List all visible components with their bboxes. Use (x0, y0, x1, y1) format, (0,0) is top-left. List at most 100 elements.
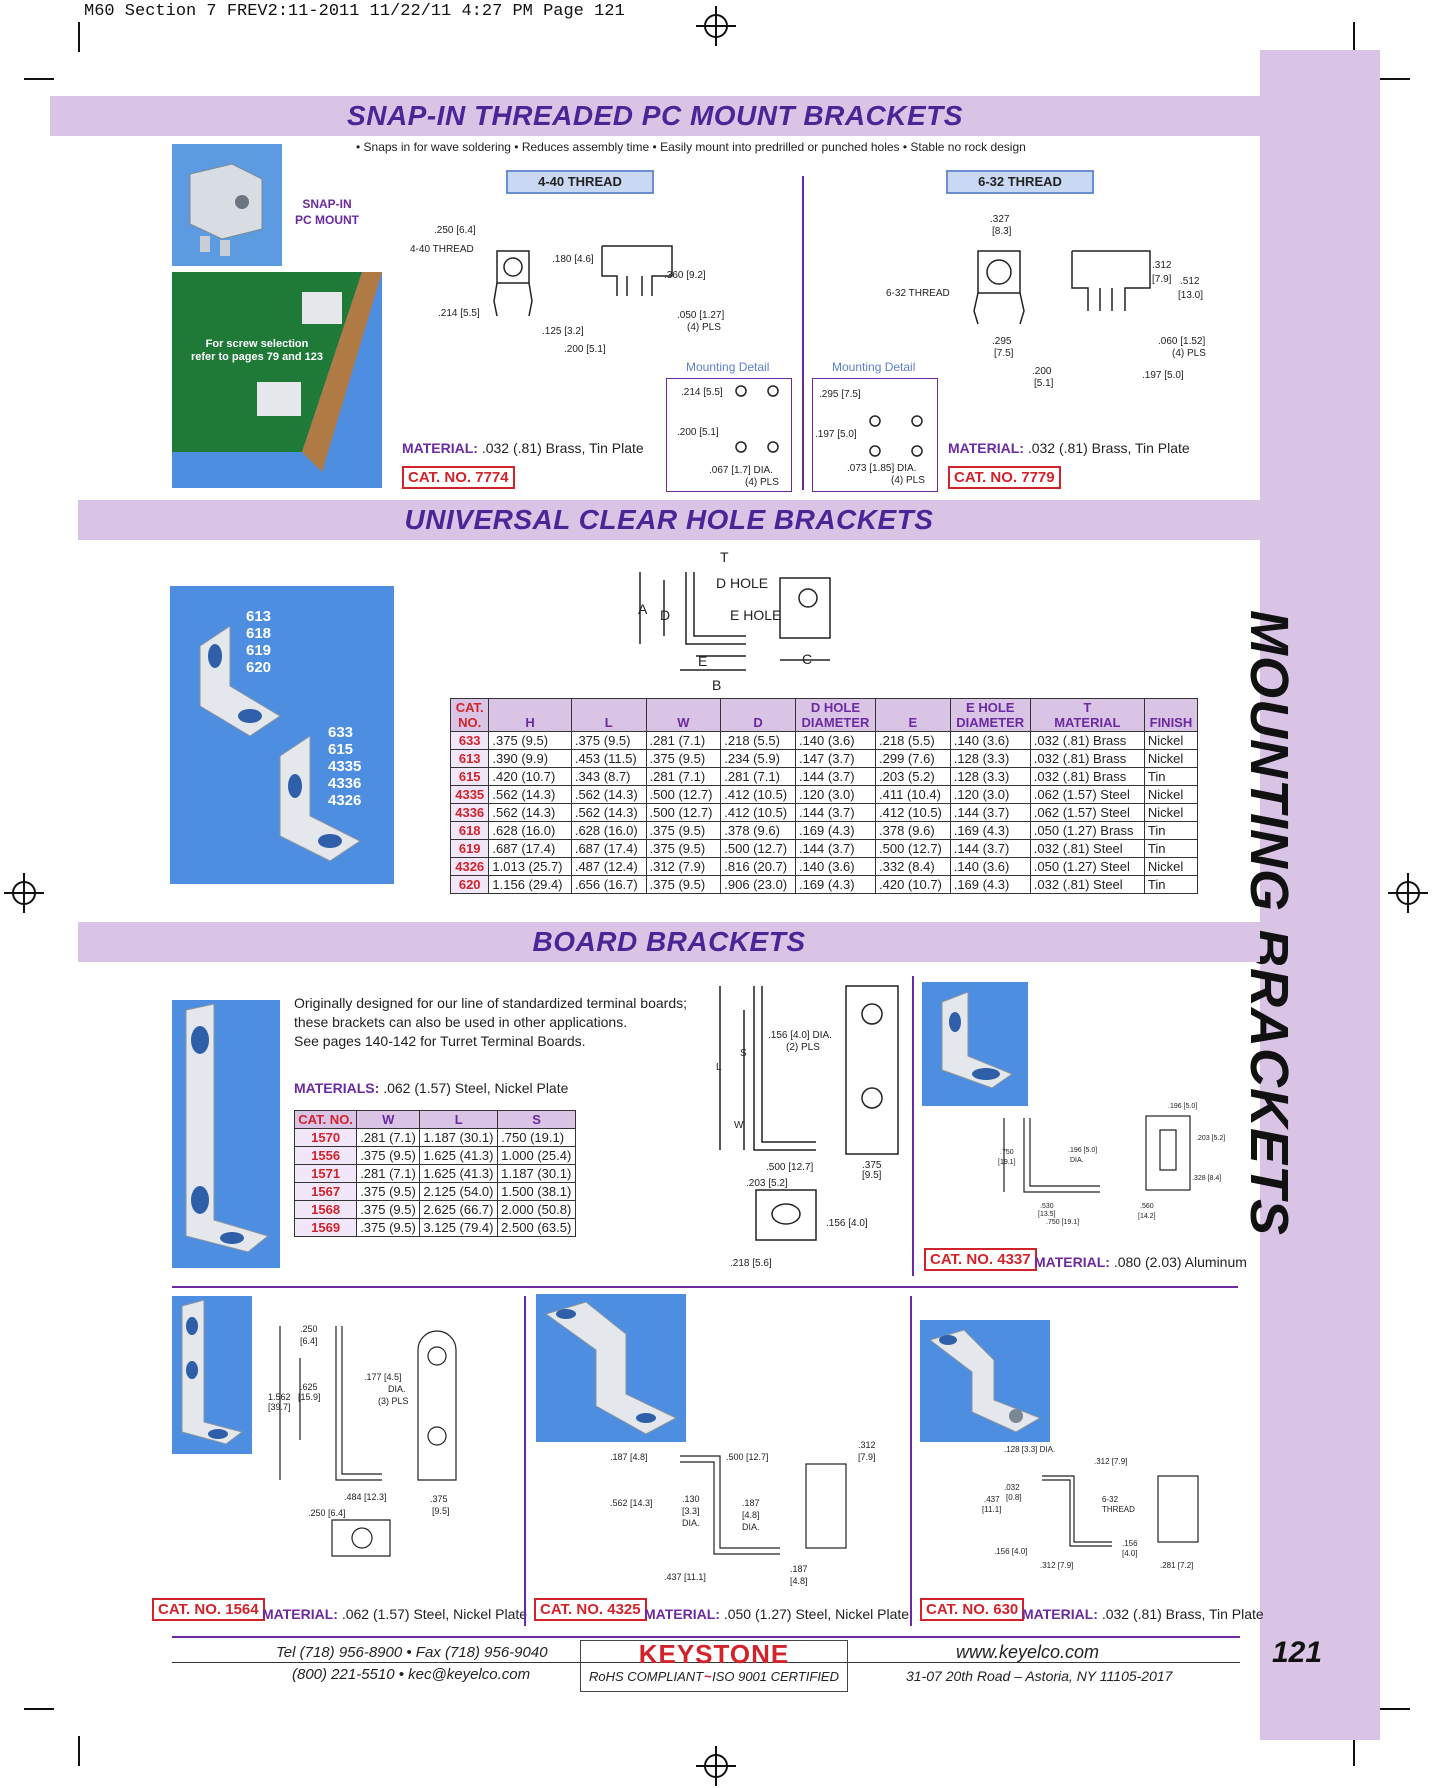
section-divider (172, 1286, 1238, 1288)
universal-table-cell: .500 (12.7) (875, 839, 951, 858)
svg-text:.060 [1.52]: .060 [1.52] (1158, 336, 1205, 347)
svg-text:[4.0]: [4.0] (1122, 1549, 1138, 1558)
svg-text:D: D (660, 607, 670, 623)
universal-table-cell: .562 (14.3) (570, 785, 647, 804)
board-table-cell: 2.000 (50.8) (497, 1200, 576, 1219)
universal-table-cell: .299 (7.6) (875, 749, 951, 768)
svg-text:.214 [5.5]: .214 [5.5] (681, 387, 723, 398)
svg-text:.750 [19.1]: .750 [19.1] (1046, 1219, 1079, 1226)
board-table-row: 1569.375 (9.5)3.125 (79.4)2.500 (63.5) (293, 1218, 576, 1237)
universal-table-cell: .144 (3.7) (794, 803, 877, 822)
column-divider (912, 976, 914, 1276)
column-divider (524, 1296, 526, 1626)
board-table-cell: .375 (9.5) (356, 1218, 421, 1237)
material-7779: MATERIAL: .032 (.81) Brass, Tin Plate (948, 440, 1190, 456)
universal-table-header: D HOLE DIAMETER (794, 698, 877, 732)
svg-text:DIA.: DIA. (388, 1384, 406, 1394)
universal-table-cell: .144 (3.7) (949, 839, 1031, 858)
svg-text:.281 [7.2]: .281 [7.2] (1160, 1561, 1193, 1570)
universal-table-cell: Nickel (1143, 749, 1199, 768)
svg-text:(2) PLS: (2) PLS (786, 1042, 820, 1053)
universal-table-cell: .169 (4.3) (794, 821, 877, 840)
universal-table-cell: .032 (.81) Brass (1029, 767, 1145, 786)
bracket-1564-photo (172, 1296, 252, 1454)
registration-mark-icon (1388, 873, 1428, 913)
universal-table-cell: .218 (5.5) (875, 731, 951, 750)
svg-text:.187: .187 (742, 1498, 760, 1508)
universal-table-cat-no: 618 (449, 821, 490, 840)
universal-table-cell: .656 (16.7) (570, 875, 647, 894)
board-table-cell: 1.500 (38.1) (497, 1182, 576, 1201)
universal-table-cell: .144 (3.7) (794, 839, 877, 858)
svg-text:C: C (802, 651, 812, 667)
svg-text:.512: .512 (1180, 276, 1200, 287)
svg-text:DIA.: DIA. (742, 1522, 760, 1532)
svg-text:[3.3]: [3.3] (682, 1506, 700, 1516)
universal-table-row: 615.420 (10.7).343 (8.7).281 (7.1).281 (… (449, 767, 1199, 786)
universal-table-cell: .375 (9.5) (645, 749, 722, 768)
universal-table-cell: .140 (3.6) (949, 857, 1031, 876)
svg-text:[7.9]: [7.9] (858, 1452, 876, 1462)
universal-table-cell: .032 (.81) Brass (1029, 731, 1145, 750)
svg-text:.437: .437 (984, 1495, 1000, 1504)
universal-table-cell: .562 (14.3) (488, 785, 572, 804)
board-table-header: L (419, 1110, 499, 1129)
universal-table-cell: Tin (1143, 821, 1199, 840)
bracket-4337-photo (922, 982, 1028, 1106)
footer-rule (172, 1662, 1240, 1663)
board-table-header: S (497, 1110, 576, 1129)
svg-text:.200: .200 (1032, 366, 1052, 377)
universal-table-header: W (645, 698, 722, 732)
svg-text:.187: .187 (790, 1564, 808, 1574)
svg-text:.295: .295 (992, 336, 1012, 347)
universal-table-cell: 1.013 (25.7) (488, 857, 572, 876)
universal-table-row: 619.687 (17.4).687 (17.4).375 (9.5).500 … (449, 839, 1199, 858)
universal-table-cell: Nickel (1143, 857, 1199, 876)
svg-text:.312 [7.9]: .312 [7.9] (1094, 1457, 1127, 1466)
bracket-630-photo (920, 1320, 1050, 1442)
thread-label-4-40: 4-40 THREAD (506, 170, 654, 194)
bracket-1564-diagram: .250 [6.4] .625 [15.9] 1.562 [39.7] .177… (268, 1324, 457, 1557)
bracket-4325-diagram: .187 [4.8] .500 [12.7] .312 [7.9] .562 [… (610, 1440, 876, 1586)
universal-bracket-photo: 613 618 619 620 633 615 4335 4336 4326 (170, 586, 394, 884)
bracket-630-diagram: .128 [3.3] DIA. .312 [7.9] .032 [0.8] .4… (982, 1445, 1199, 1570)
universal-table-cell: .169 (4.3) (794, 875, 877, 894)
svg-text:L: L (716, 1062, 722, 1073)
bracket-illustration-icon (172, 144, 282, 266)
board-table-cell: .281 (7.1) (356, 1128, 421, 1147)
universal-table-cell: .343 (8.7) (570, 767, 647, 786)
universal-table-cell: .628 (16.0) (488, 821, 572, 840)
board-table-cat-no: 1570 (293, 1128, 358, 1147)
svg-text:(4) PLS: (4) PLS (687, 322, 721, 333)
mounting-detail-box: .214 [5.5] .200 [5.1] .067 [1.7] DIA. (4… (666, 378, 792, 492)
svg-text:[19.1]: [19.1] (998, 1159, 1016, 1166)
footer-website[interactable]: www.keyelco.com (956, 1642, 1100, 1662)
svg-text:.437 [11.1]: .437 [11.1] (664, 1572, 706, 1582)
svg-text:.360 [9.2]: .360 [9.2] (664, 270, 706, 281)
universal-table-cell: .375 (9.5) (645, 875, 722, 894)
board-table-cell: 3.125 (79.4) (419, 1218, 499, 1237)
crop-mark (24, 78, 54, 80)
svg-text:.500 [12.7]: .500 [12.7] (726, 1452, 769, 1462)
svg-text:W: W (734, 1120, 744, 1131)
universal-table-cell: .687 (17.4) (488, 839, 572, 858)
board-table-cell: 1.625 (41.3) (419, 1164, 499, 1183)
universal-table-cell: .281 (7.1) (645, 731, 722, 750)
svg-text:S: S (740, 1048, 747, 1059)
board-table-cell: 2.625 (66.7) (419, 1200, 499, 1219)
svg-text:[39.7]: [39.7] (268, 1402, 291, 1412)
cat-no-7774: CAT. NO. 7774 (402, 466, 515, 489)
universal-table-header: L (570, 698, 647, 732)
universal-table-cell: .378 (9.6) (875, 821, 951, 840)
svg-text:.197 [5.0]: .197 [5.0] (1142, 370, 1184, 381)
svg-text:(4) PLS: (4) PLS (891, 475, 925, 486)
svg-text:.625: .625 (300, 1382, 318, 1392)
svg-text:[9.5]: [9.5] (862, 1170, 882, 1181)
svg-text:[15.9]: [15.9] (298, 1392, 321, 1402)
svg-text:.312 [7.9]: .312 [7.9] (1040, 1561, 1073, 1570)
pcb-illustration-icon (172, 272, 382, 488)
universal-table-cell: .281 (7.1) (720, 767, 796, 786)
universal-table-cell: .203 (5.2) (875, 767, 951, 786)
svg-text:.197 [5.0]: .197 [5.0] (815, 429, 857, 440)
universal-table-cat-no: 619 (449, 839, 490, 858)
